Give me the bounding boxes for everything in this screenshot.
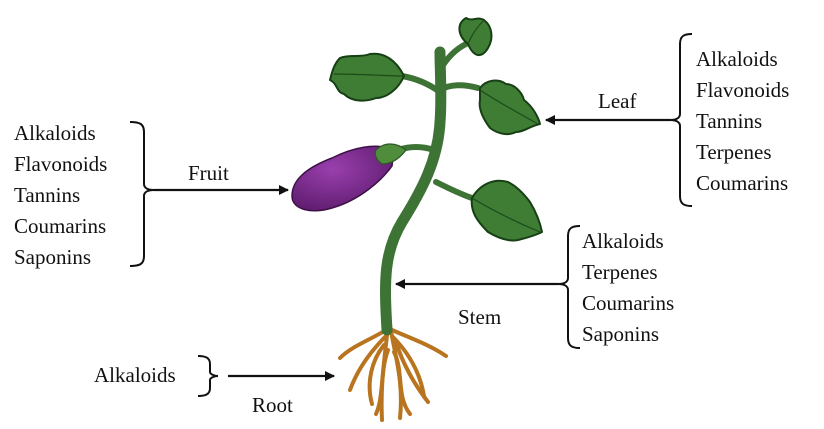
stem-compound: Alkaloids — [582, 229, 664, 253]
root-annotation: Alkaloids Root — [94, 356, 334, 417]
eggplant-fruit — [292, 144, 406, 211]
fruit-annotation: Alkaloids Flavonoids Tannins Coumarins S… — [14, 121, 288, 269]
roots — [340, 325, 446, 420]
fruit-compound: Tannins — [14, 183, 80, 207]
leaf-compound: Flavonoids — [696, 78, 789, 102]
root-compound: Alkaloids — [94, 363, 176, 387]
leaf-upper-left — [330, 54, 404, 101]
leaf-compound: Tannins — [696, 109, 762, 133]
fruit-label: Fruit — [188, 161, 229, 185]
leaf-upper-right — [480, 81, 540, 135]
stem-annotation: Alkaloids Terpenes Coumarins Saponins St… — [396, 226, 674, 348]
fruit-compound: Alkaloids — [14, 121, 96, 145]
stem-label: Stem — [458, 305, 501, 329]
fruit-compound: Flavonoids — [14, 152, 107, 176]
leaf-label: Leaf — [598, 89, 636, 113]
stem-compound: Terpenes — [582, 260, 658, 284]
leaf-bracket — [670, 34, 692, 206]
stem-bracket — [558, 226, 580, 348]
leaf-top — [459, 18, 491, 55]
stem-compound: Coumarins — [582, 291, 674, 315]
fruit-bracket — [130, 122, 154, 266]
leaf-compound: Alkaloids — [696, 47, 778, 71]
leaf-compound: Terpenes — [696, 140, 772, 164]
fruit-compound: Saponins — [14, 245, 91, 269]
root-bracket — [198, 356, 218, 396]
stem — [386, 44, 478, 330]
leaf-compound: Coumarins — [696, 171, 788, 195]
leaf-annotation: Alkaloids Flavonoids Tannins Terpenes Co… — [546, 34, 789, 206]
stem-compound: Saponins — [582, 322, 659, 346]
leaf-lower-right — [472, 181, 542, 241]
plant-illustration — [292, 18, 542, 420]
root-label: Root — [252, 393, 293, 417]
fruit-compound: Coumarins — [14, 214, 106, 238]
